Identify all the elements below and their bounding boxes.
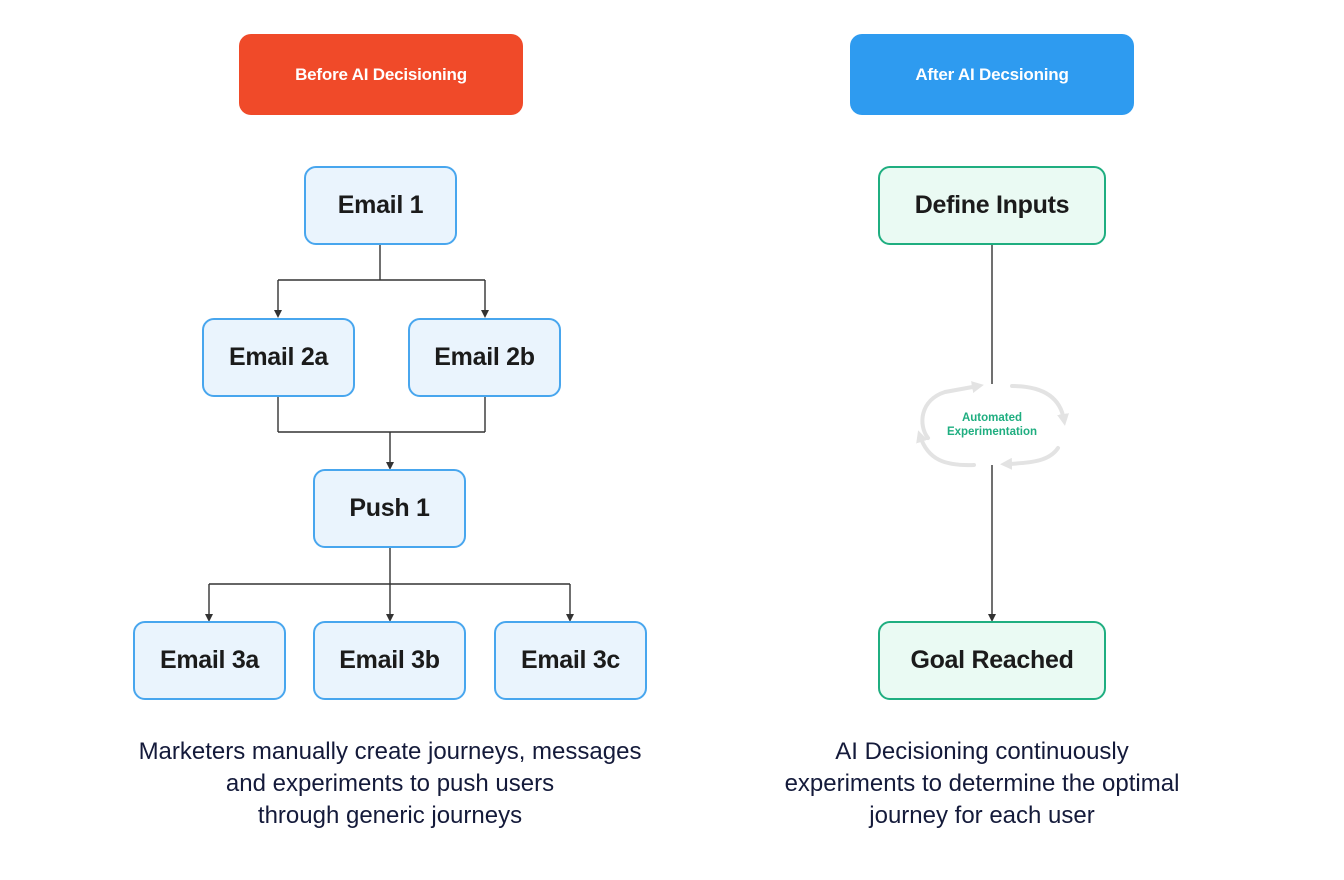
email-1-node: Email 1 bbox=[304, 166, 457, 245]
automated-experimentation-label: Automated Experimentation bbox=[932, 411, 1052, 439]
before-caption: Marketers manually create journeys, mess… bbox=[90, 736, 690, 832]
loop-label-line-1: Automated bbox=[961, 412, 1023, 424]
after-caption-line-3: journey for each user bbox=[869, 802, 1095, 829]
after-caption-line-1: AI Decisioning continuously bbox=[835, 738, 1129, 765]
before-header: Before AI Decisioning bbox=[239, 34, 523, 115]
email-2b-node: Email 2b bbox=[408, 318, 561, 397]
before-caption-line-2: and experiments to push users bbox=[225, 770, 555, 797]
loop-label-line-2: Experimentation bbox=[946, 426, 1038, 438]
after-caption: AI Decisioning continuously experiments … bbox=[732, 736, 1232, 832]
push-1-node: Push 1 bbox=[313, 469, 466, 548]
define-inputs-node: Define Inputs bbox=[878, 166, 1106, 245]
before-connectors bbox=[205, 245, 574, 622]
goal-reached-node: Goal Reached bbox=[878, 621, 1106, 700]
loop-arrows-icon bbox=[916, 381, 1069, 470]
email-3b-node: Email 3b bbox=[313, 621, 466, 700]
email-2a-node: Email 2a bbox=[202, 318, 355, 397]
after-header: After AI Decsioning bbox=[850, 34, 1134, 115]
before-caption-line-3: through generic journeys bbox=[257, 802, 523, 829]
email-3c-node: Email 3c bbox=[494, 621, 647, 700]
email-3a-node: Email 3a bbox=[133, 621, 286, 700]
before-caption-line-1: Marketers manually create journeys, mess… bbox=[138, 738, 642, 765]
after-caption-line-2: experiments to determine the optimal bbox=[784, 770, 1180, 797]
